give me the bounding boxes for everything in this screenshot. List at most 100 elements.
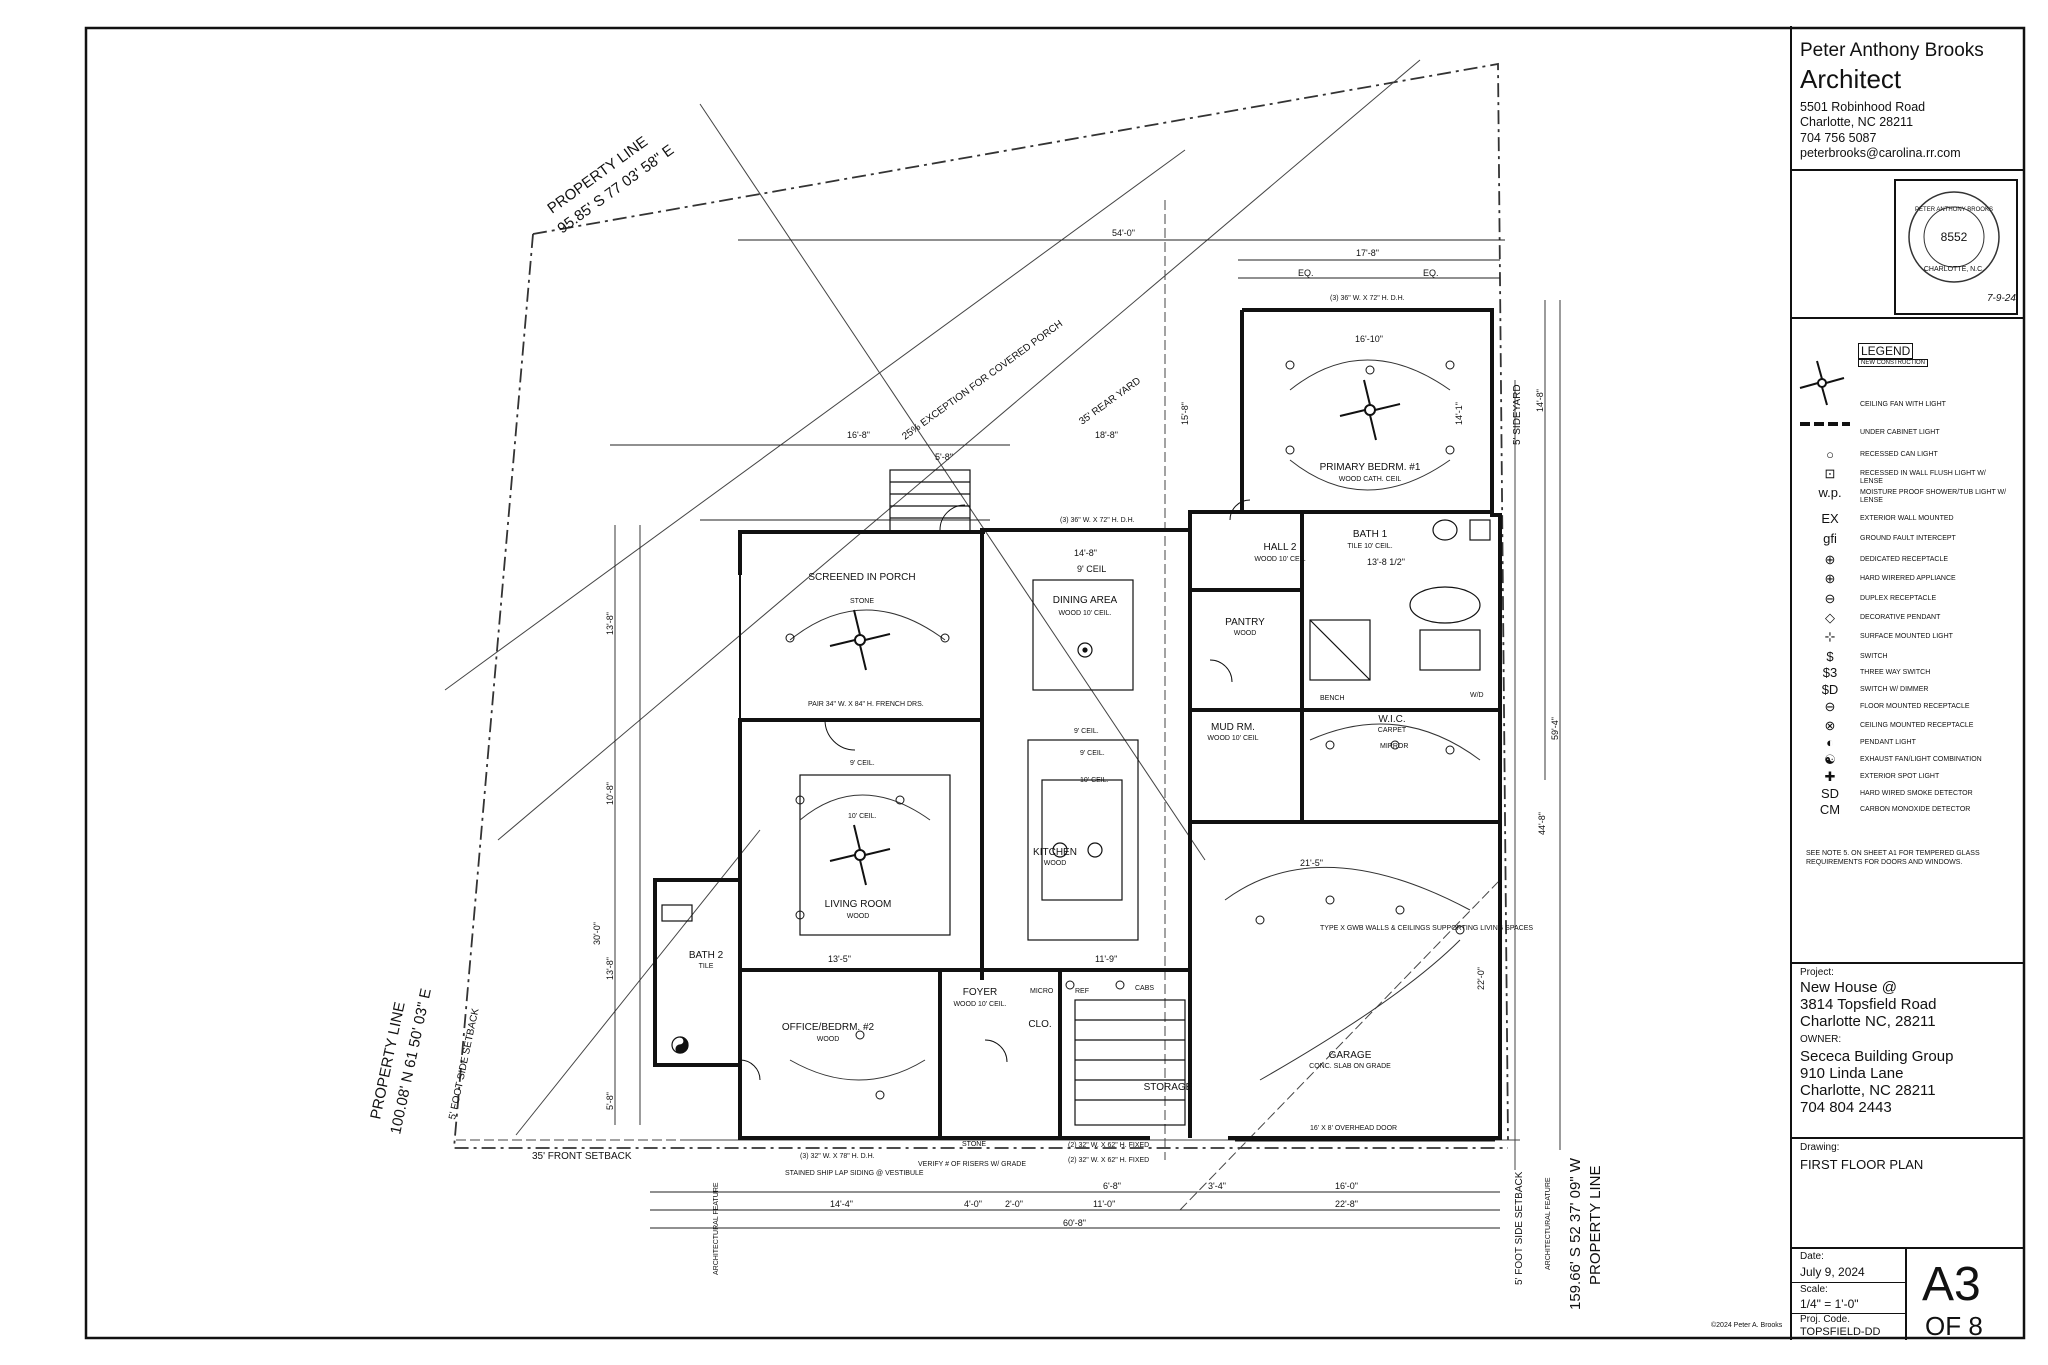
seal-frame [1894, 179, 2018, 315]
room-dining: DINING AREA [1053, 595, 1118, 606]
dim-porch-right: 18'-8" [1095, 430, 1118, 440]
legend-item-label: HARD WIRED SMOKE DETECTOR [1860, 790, 1973, 797]
note-risers: VERIFY # OF RISERS W/ GRADE [918, 1161, 1026, 1168]
room-hall-2-sub: WOOD 10' CEIL [1254, 556, 1305, 563]
legend-subtitle: NEW CONSTRUCTION [1858, 359, 1928, 367]
room-wic: W.I.C. [1378, 714, 1405, 725]
dim-bottom-g: 16'-0" [1335, 1181, 1358, 1191]
note-ceil9-living: 9' CEIL. [850, 760, 875, 767]
dim-bath-w: 13'-8 1/2" [1367, 557, 1405, 567]
legend-ceiling-fan-icon [1799, 360, 1845, 406]
legend-item-label: DEDICATED RECEPTACLE [1860, 556, 1949, 563]
room-garage-sub: CONC. SLAB ON GRADE [1309, 1063, 1391, 1070]
porch-stair [799, 469, 1186, 1126]
legend-item-label: CARBON MONOXIDE DETECTOR [1860, 806, 1971, 813]
scale-label: Scale: [1800, 1284, 1828, 1295]
dim-porch-total: 16'-8" [847, 430, 870, 440]
note-window-dining: (3) 36" W. X 72" H. D.H. [1060, 517, 1135, 524]
dim-bed-depth: 14'-1" [1454, 402, 1464, 425]
dim-left-e: 5'-8" [605, 1092, 615, 1110]
sheet-of: OF 8 [1925, 1311, 1983, 1341]
drawing-label: Drawing: [1800, 1142, 1840, 1153]
drawing-block: Drawing: FIRST FLOOR PLAN [1792, 1139, 2023, 1249]
dim-dining-ceil: 9' CEIL [1077, 564, 1106, 574]
room-screened-porch: SCREENED IN PORCH [808, 572, 915, 583]
sideyard-label: 5' SIDEYARD [1512, 384, 1523, 445]
legend-symbol: $3 [1822, 665, 1838, 680]
legend-item-label: SWITCH [1860, 653, 1888, 660]
legend-symbol: ○ [1826, 447, 1834, 462]
dim-bed-left: 15'-8" [1180, 402, 1190, 425]
note-wd: W/D [1470, 692, 1484, 699]
dim-bottom-c: 2'-0" [1005, 1199, 1023, 1209]
legend-symbol: ⊕ [1824, 571, 1836, 586]
ceiling-fan-icon [829, 379, 1401, 886]
legend-block: LEGEND NEW CONSTRUCTION CEILING FAN WITH… [1792, 319, 2023, 964]
legend-symbol: ◐ [1826, 735, 1834, 750]
architect-seal: PETER ANTHONY BROOKS 8552 CHARLOTTE, N.C… [1908, 191, 2000, 283]
legend-symbol: EX [1821, 511, 1839, 526]
legend-symbol: $ [1826, 649, 1834, 664]
note-window-office: (3) 32" W. X 78" H. D.H. [800, 1153, 875, 1160]
legend-symbol: ⊹ [1824, 629, 1836, 644]
legend-item-label: DUPLEX RECEPTACLE [1860, 595, 1937, 602]
date-label: Date: [1800, 1251, 1824, 1262]
room-labels: SCREENED IN PORCH STONE DINING AREA WOOD… [689, 462, 1421, 1093]
owner-2: 910 Linda Lane [1800, 1065, 1904, 1082]
scale-value: 1/4" = 1'-0" [1800, 1297, 1859, 1311]
note-window-bed: (3) 36" W. X 72" H. D.H. [1330, 295, 1405, 302]
seal-block: PETER ANTHONY BROOKS 8552 CHARLOTTE, N.C… [1792, 171, 2023, 319]
dim-dining-w: 14'-8" [1074, 548, 1097, 558]
room-hall-2: HALL 2 [1264, 542, 1297, 553]
legend-symbol: w.p. [1818, 485, 1842, 500]
front-setback: 35' FRONT SETBACK [532, 1151, 632, 1162]
room-bath-2: BATH 2 [689, 950, 724, 961]
dim-left-a: 13'-8" [605, 612, 615, 635]
exhaust-fan-icon [671, 1036, 689, 1054]
architect-address-2: Charlotte, NC 28211 [1800, 115, 1914, 129]
dim-right-b: 44'-8" [1537, 812, 1547, 835]
code-label: Proj. Code. [1800, 1314, 1851, 1325]
legend-symbol: ✚ [1824, 769, 1836, 784]
legend-item-label: SWITCH W/ DIMMER [1860, 686, 1929, 693]
architect-phone: 704 756 5087 [1800, 131, 1877, 145]
circuit-arcs [789, 359, 1481, 1081]
room-kitchen: KITCHEN [1033, 847, 1077, 858]
project-line-2: 3814 Topsfield Road [1800, 996, 1937, 1013]
note-ceil10-kitchen: 10' CEIL. [1080, 777, 1109, 784]
room-primary-bedroom-sub: WOOD CATH. CEIL [1339, 476, 1402, 483]
legend-symbol: ⊖ [1824, 591, 1836, 606]
project-line-1: New House @ [1800, 979, 1897, 996]
note-fixed-1: (2) 32" W. X 62" H. FIXED [1068, 1142, 1149, 1149]
dim-primary-width: 17'-8" [1356, 248, 1379, 258]
dim-right-a: 59'-4" [1550, 717, 1560, 740]
seal-date-note: 7-9-24 [1987, 293, 2016, 304]
recessed-can-light-icons [785, 360, 1465, 1100]
rear-yard: 35' REAR YARD [1077, 375, 1143, 427]
dim-left-b: 30'-0" [592, 922, 602, 945]
legend-symbol: ⊡ [1824, 466, 1836, 481]
note-micro: MICRO [1030, 988, 1054, 995]
room-kitchen-sub: WOOD [1044, 860, 1067, 867]
room-pantry-sub: WOOD [1234, 630, 1257, 637]
note-bench: BENCH [1320, 695, 1345, 702]
legend-item-label: GROUND FAULT INTERCEPT [1860, 535, 1956, 542]
room-mud-room-sub: WOOD 10' CEIL [1207, 735, 1258, 742]
legend-item-label: RECESSED CAN LIGHT [1860, 451, 1938, 458]
dim-bed-inner: 16'-10" [1355, 334, 1383, 344]
legend-item-label: EXTERIOR SPOT LIGHT [1860, 773, 1940, 780]
bath-fixtures [661, 519, 1491, 922]
dim-stair: 5'-8" [935, 452, 953, 462]
dim-eq-2: EQ. [1423, 268, 1439, 278]
room-living-sub: WOOD [847, 913, 870, 920]
property-line-label-right: PROPERTY LINE [1587, 1166, 1604, 1286]
dim-garage-d: 22'-0" [1476, 967, 1486, 990]
legend-item-label: PENDANT LIGHT [1860, 739, 1916, 746]
dim-bottom-e: 22'-8" [1335, 1199, 1358, 1209]
sheet-number: A3 [1922, 1258, 1981, 1311]
architect-email: peterbrooks@carolina.rr.com [1800, 146, 1961, 160]
room-foyer: FOYER [963, 987, 997, 998]
room-wic-sub: CARPET [1378, 727, 1407, 734]
legend-symbol: ☯ [1824, 752, 1836, 767]
dim-bottom-f: 6'-8" [1103, 1181, 1121, 1191]
